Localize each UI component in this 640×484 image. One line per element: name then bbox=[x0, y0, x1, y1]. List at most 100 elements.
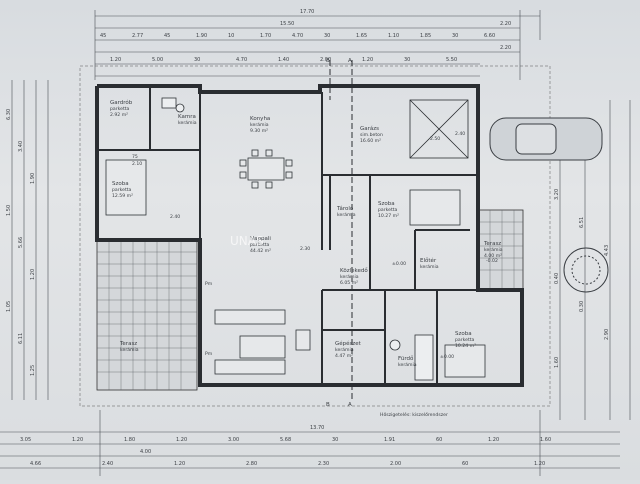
top-dim-label: 2.77 bbox=[132, 33, 143, 39]
bottom-note: Hőszigetelés: kiszelőrendszer bbox=[380, 411, 448, 418]
room-name: Közlekedő bbox=[340, 268, 368, 274]
tree-icon bbox=[563, 247, 609, 293]
room-floor: kerámia bbox=[178, 119, 197, 126]
top-dim-label: 4.70 bbox=[236, 57, 247, 63]
bottom-dim-label: 1.20 bbox=[72, 437, 83, 443]
room-floor: kerámia bbox=[250, 121, 269, 128]
bottom-dim-label: 1.91 bbox=[384, 437, 395, 443]
room-area: 9.30 m² bbox=[250, 128, 268, 134]
misc-label: Pm bbox=[205, 351, 213, 357]
room-floor: kerámia bbox=[420, 263, 439, 270]
room-name: Nappali bbox=[250, 236, 271, 242]
left-dim-label: 6.11 bbox=[18, 333, 24, 344]
room-name: Szoba bbox=[112, 181, 129, 187]
bottom-dim-label: 3.05 bbox=[20, 437, 31, 443]
bottom-dim-label: 5.68 bbox=[280, 437, 291, 443]
bottom-dim-label: 1.60 bbox=[540, 437, 551, 443]
room-floor: kerámia bbox=[337, 211, 356, 218]
dim-mid: 15.50 bbox=[280, 21, 294, 27]
left-dim-label: 5.66 bbox=[18, 237, 24, 248]
right-dim-label: 2.90 bbox=[604, 329, 610, 340]
room-floor: kerámia bbox=[335, 346, 354, 353]
room-floor: parketta bbox=[250, 242, 270, 248]
misc-label: ±0.00 bbox=[392, 261, 406, 267]
interior-walls bbox=[97, 86, 478, 385]
top-dim-label: 30 bbox=[194, 57, 200, 63]
left-dimension-lines bbox=[11, 80, 49, 400]
bottom-dim-label: 60 bbox=[436, 437, 442, 443]
room-area: 10.27 m² bbox=[378, 213, 399, 219]
misc-label: 2.10 bbox=[132, 161, 142, 167]
bed-icons bbox=[105, 159, 486, 378]
top-dim-label: 1.20 bbox=[110, 57, 121, 63]
left-dim-label: 1.25 bbox=[30, 365, 36, 376]
section-marker-top-b: B bbox=[326, 58, 330, 64]
misc-label: 75 bbox=[132, 154, 138, 160]
room-name: Tároló bbox=[336, 205, 354, 212]
top-dim-label: 5.50 bbox=[446, 57, 457, 63]
bottom-dim-label: 3.00 bbox=[228, 437, 239, 443]
room-floor: kerámia bbox=[484, 246, 503, 253]
room-floor: kerámia bbox=[340, 273, 359, 280]
misc-label: 2.40 bbox=[170, 214, 180, 220]
car-icon bbox=[489, 117, 603, 161]
room-name: Terasz bbox=[119, 341, 137, 347]
top-dim-label: 5.00 bbox=[152, 57, 163, 63]
bottom-dim-label: 60 bbox=[462, 461, 468, 467]
right-dim-label: 6.51 bbox=[579, 217, 585, 228]
bottom-dim-label: 2.30 bbox=[318, 461, 329, 467]
bottom-dim-label: 1.20 bbox=[176, 437, 187, 443]
plot-boundary bbox=[79, 65, 551, 407]
bottom-dim-label: 1.20 bbox=[534, 461, 545, 467]
bathroom-fixtures bbox=[161, 97, 434, 381]
room-floor: kerámia bbox=[120, 346, 139, 353]
room-floor: sim.beton bbox=[360, 132, 383, 138]
left-dim-label: 1.20 bbox=[30, 269, 36, 280]
room-name: Terasz bbox=[483, 241, 501, 247]
left-dim-label: 3.40 bbox=[18, 141, 24, 152]
right-dim-label: 0.30 bbox=[579, 301, 585, 312]
misc-label: 2.30 bbox=[300, 246, 310, 252]
bottom-dim-label: 2.80 bbox=[246, 461, 257, 467]
room-floor: parketta bbox=[378, 207, 398, 213]
right-dim-label: 1.60 bbox=[554, 357, 560, 368]
top-dim-label: 4.70 bbox=[292, 33, 303, 39]
top-dim-label: 1.20 bbox=[362, 57, 373, 63]
top-dim-label: 45 bbox=[164, 33, 170, 39]
right-dim-label: 3.20 bbox=[554, 189, 560, 200]
bottom-dim-label: 4.66 bbox=[30, 461, 41, 467]
top-dim-label: 2.00 bbox=[320, 57, 331, 63]
section-marker-bottom-b: B bbox=[326, 402, 330, 408]
top-dim-label: 1.70 bbox=[260, 33, 271, 39]
left-dim-labels: 6.303.401.901.505.661.201.056.111.25 bbox=[6, 109, 36, 376]
room-area: 12.59 m² bbox=[112, 193, 133, 199]
bottom-dimension-lines bbox=[0, 410, 620, 476]
dim-bottom-overall: 13.70 bbox=[310, 425, 324, 431]
top-dim-label: 45 bbox=[100, 33, 106, 39]
top-dimension-lines bbox=[94, 10, 541, 80]
section-marker-top-a: A bbox=[348, 58, 352, 64]
top-dim-label: 1.10 bbox=[388, 33, 399, 39]
room-floor: kerámia bbox=[398, 361, 417, 368]
misc-label: ±0.00 bbox=[440, 354, 454, 360]
room-name: Garázs bbox=[360, 125, 379, 132]
dim-right-b: 2.20 bbox=[500, 45, 511, 51]
dim-right-a: 2.20 bbox=[500, 21, 511, 27]
top-dim-label: 1.90 bbox=[196, 33, 207, 39]
sofa-icon bbox=[214, 309, 311, 375]
dim-bottom-mid: 4.00 bbox=[140, 449, 151, 455]
top-dim-label: 1.85 bbox=[420, 33, 431, 39]
right-dim-label: 4.43 bbox=[604, 245, 610, 256]
